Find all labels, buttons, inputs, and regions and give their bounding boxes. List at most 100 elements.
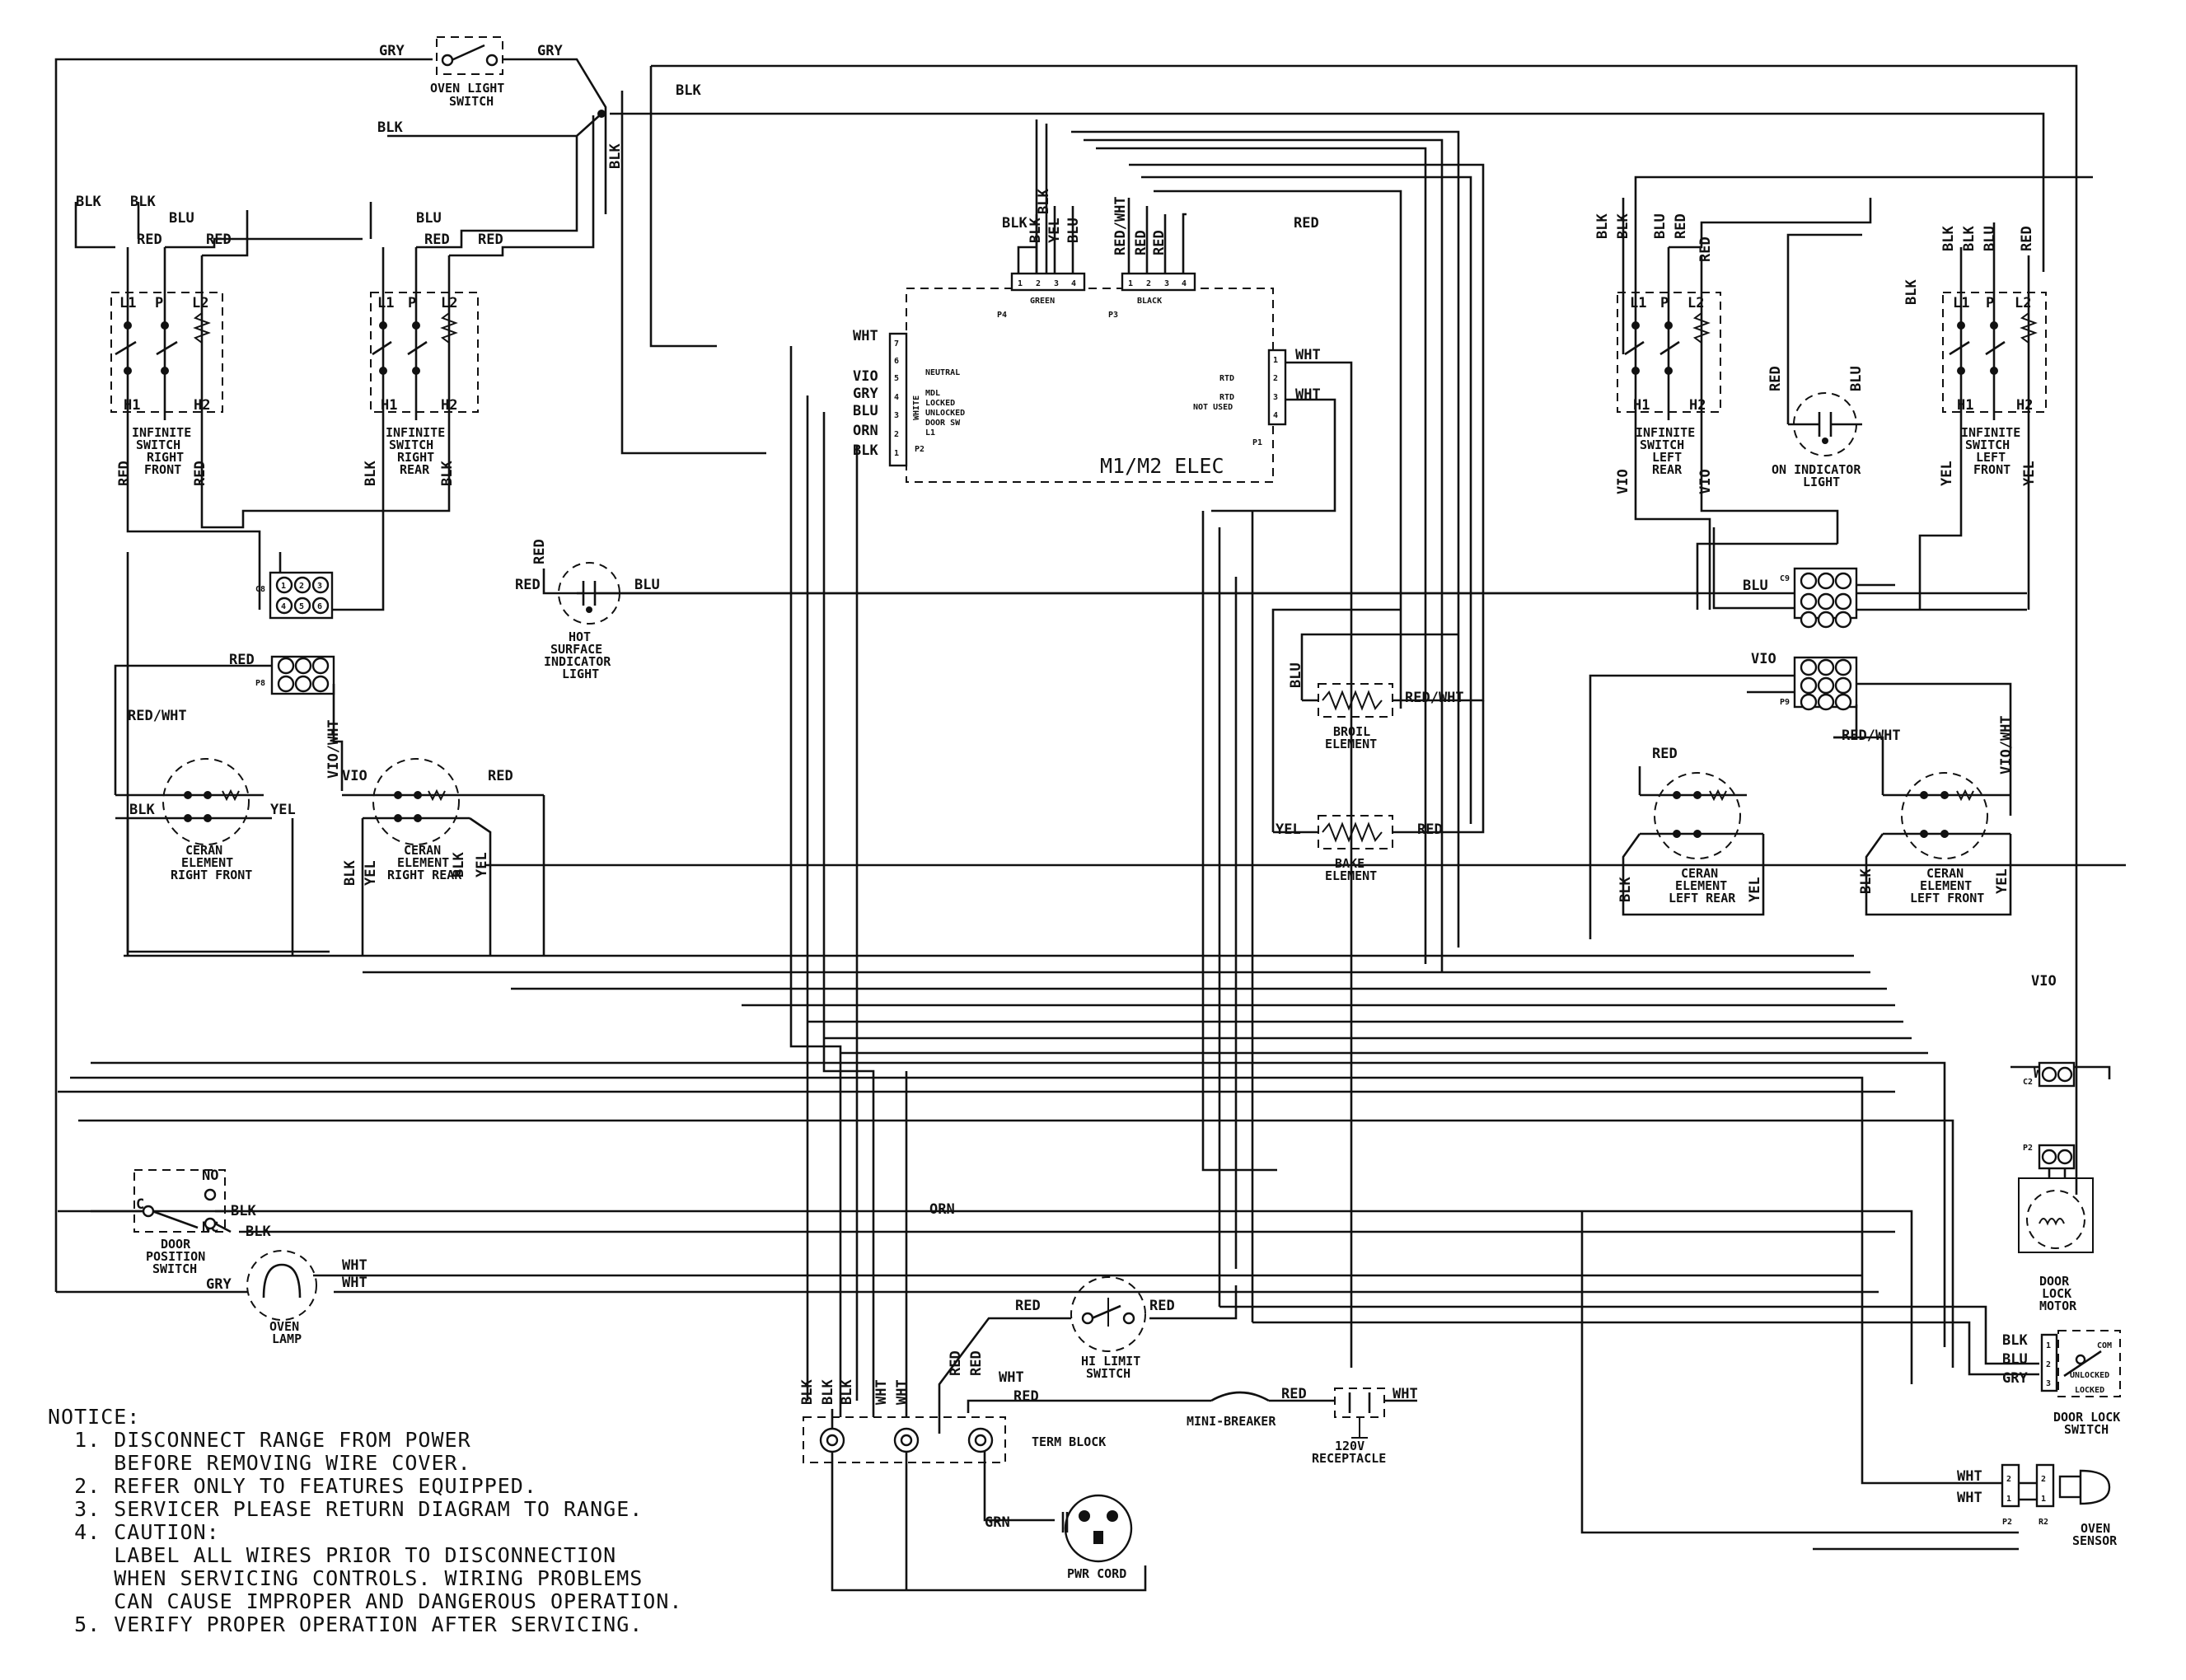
svg-text:L2: L2 — [1687, 295, 1704, 311]
wire-label: BLU — [1288, 662, 1304, 688]
wire-label: BLK — [451, 852, 467, 877]
wire-label: WHT — [342, 1257, 367, 1274]
svg-text:3: 3 — [317, 582, 322, 591]
wire-label: BLK — [342, 860, 358, 886]
svg-text:2: 2 — [1273, 374, 1278, 383]
svg-text:RTD: RTD — [1219, 393, 1234, 402]
svg-text:GREEN: GREEN — [1030, 297, 1055, 306]
wire-label: BLU — [634, 577, 660, 593]
notice-text: NOTICE: 1. DISCONNECT RANGE FROM POWER B… — [48, 1406, 872, 1636]
svg-text:H1: H1 — [381, 397, 397, 414]
wire-label: WHT — [342, 1275, 367, 1291]
wire-label: BLK — [377, 119, 403, 136]
svg-text:P2: P2 — [2023, 1144, 2033, 1153]
wire-label: BLK — [1036, 189, 1052, 214]
wire-label: GRY — [206, 1276, 232, 1293]
wire-label: BLK — [1903, 279, 1920, 305]
wire-routes — [54, 58, 2126, 1592]
svg-text:MDL: MDL — [925, 389, 940, 398]
svg-text:2: 2 — [2041, 1475, 2046, 1484]
svg-text:L1: L1 — [377, 295, 394, 311]
notice-line: 5. VERIFY PROPER OPERATION AFTER SERVICI… — [48, 1612, 644, 1636]
svg-text:C2: C2 — [2023, 1078, 2033, 1087]
wire-label: BLU — [1848, 366, 1865, 391]
svg-text:RTD: RTD — [1219, 374, 1234, 383]
wire-label: BLK — [1940, 226, 1957, 251]
wire-label: VIO — [342, 768, 367, 784]
wire-label: BLK — [129, 802, 155, 818]
wire-label: RED — [1149, 1298, 1175, 1314]
m1-m2-label: M1/M2 ELEC — [1100, 454, 1224, 478]
notice-line: 3. SERVICER PLEASE RETURN DIAGRAM TO RAN… — [48, 1497, 644, 1521]
wire-label: RED — [424, 232, 450, 248]
wire-label: VIO — [1751, 651, 1776, 667]
wire-label: BLK — [853, 442, 878, 459]
svg-text:H2: H2 — [2016, 397, 2033, 414]
wire-label: BLK — [130, 194, 156, 210]
svg-text:4: 4 — [894, 393, 899, 402]
svg-text:2: 2 — [2046, 1360, 2051, 1369]
wire-label: RED — [1673, 213, 1689, 239]
svg-text:L2: L2 — [192, 295, 208, 311]
svg-text:1: 1 — [1273, 356, 1278, 365]
svg-text:P2: P2 — [2002, 1518, 2012, 1527]
wire-label: BLK — [1617, 877, 1634, 902]
svg-text:5: 5 — [894, 374, 899, 383]
svg-text:P9: P9 — [1780, 698, 1790, 707]
power-cord: PWR CORD — [1061, 1494, 1133, 1581]
wire-label: YEL — [363, 860, 379, 886]
wire-label: VIO/WHT — [1998, 715, 2015, 774]
wire-label: ORN — [929, 1201, 955, 1218]
wire-label: BLK — [607, 143, 624, 169]
svg-text:R2: R2 — [2039, 1518, 2048, 1527]
svg-text:1: 1 — [2006, 1495, 2011, 1504]
wire-label: BLU — [169, 210, 194, 227]
vertical-wire-labels: RED RED BLK BLK RED BLK VIO/WHT BLK YEL … — [116, 143, 2038, 1405]
svg-text:1: 1 — [1018, 279, 1023, 288]
notice-line: CAN CAUSE IMPROPER AND DANGEROUS OPERATI… — [48, 1589, 683, 1613]
wire-label: BLK — [2002, 1332, 2028, 1349]
wire-label: WHT — [873, 1379, 890, 1405]
svg-text:4: 4 — [281, 602, 286, 611]
wire-label: BLK — [246, 1224, 271, 1240]
svg-text:C: C — [136, 1196, 144, 1213]
svg-text:COM: COM — [2097, 1341, 2112, 1350]
svg-text:NO: NO — [202, 1168, 218, 1184]
svg-text:H1: H1 — [1633, 397, 1650, 414]
wire-label: BLK — [439, 461, 456, 486]
svg-text:2: 2 — [2006, 1475, 2011, 1484]
wire-label: WHT — [894, 1379, 910, 1405]
svg-text:P: P — [1986, 295, 1994, 311]
svg-text:H2: H2 — [1689, 397, 1706, 414]
svg-text:P8: P8 — [255, 679, 265, 688]
notice-line: NOTICE: — [48, 1405, 141, 1429]
wire-label: RED — [1015, 1298, 1041, 1314]
svg-text:6: 6 — [317, 602, 322, 611]
wire-label: YEL — [474, 852, 490, 877]
svg-text:L1: L1 — [1630, 295, 1646, 311]
wire-label: BLK — [76, 194, 101, 210]
wire-label: RED — [515, 577, 541, 593]
svg-text:5: 5 — [299, 602, 304, 611]
wire-label: YEL — [1747, 877, 1763, 902]
wire-label: GRY — [379, 43, 405, 59]
svg-text:2: 2 — [1146, 279, 1151, 288]
